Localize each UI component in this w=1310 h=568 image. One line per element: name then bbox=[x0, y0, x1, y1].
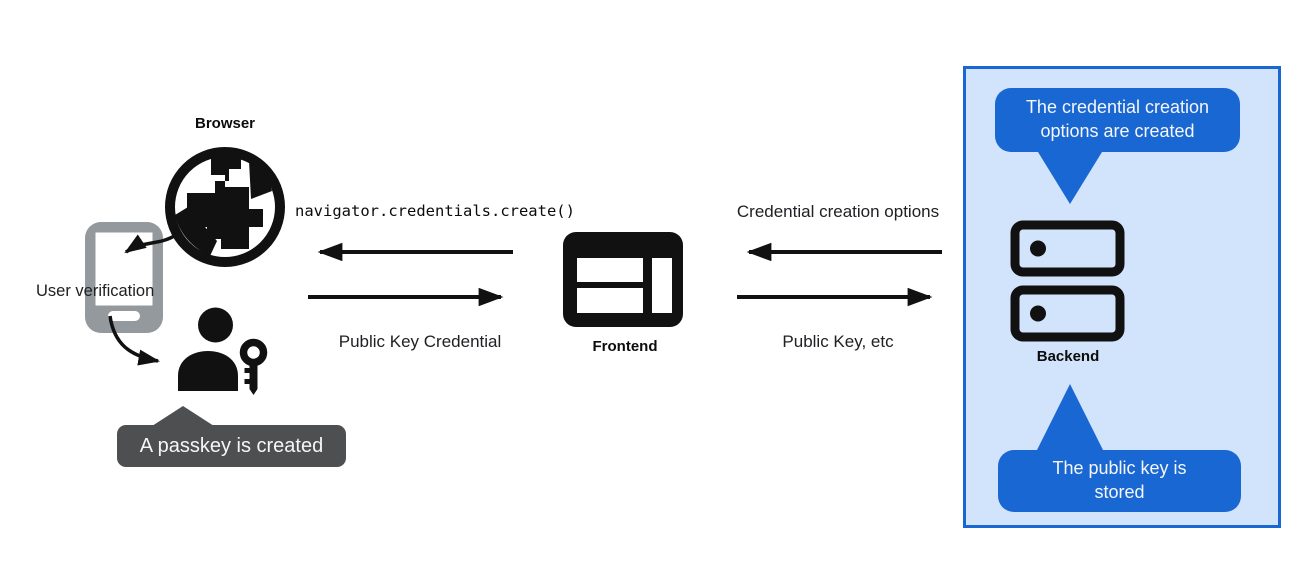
arrow-browser-to-phone bbox=[124, 233, 177, 254]
frontend-label: Frontend bbox=[592, 338, 658, 355]
globe-icon bbox=[165, 147, 285, 267]
callout-public-key-stored-line1: The public key is bbox=[1052, 458, 1187, 479]
backend-panel: The credential creation options are crea… bbox=[963, 66, 1281, 528]
public-key-etc-label: Public Key, etc bbox=[782, 332, 894, 351]
callout-public-key-stored-line2: stored bbox=[1094, 482, 1145, 502]
callout-options-created-line1: The credential creation bbox=[1025, 97, 1210, 118]
browser-label: Browser bbox=[194, 115, 256, 132]
callout-options-created-pointer bbox=[1038, 152, 1102, 204]
public-key-credential-label: Public Key Credential bbox=[338, 332, 502, 351]
callout-public-key-stored: The public key is stored bbox=[998, 450, 1241, 512]
credential-creation-options-label: Credential creation options bbox=[736, 202, 940, 221]
callout-options-created-line2: options are created bbox=[1040, 121, 1195, 141]
backend-label: Backend bbox=[1036, 348, 1100, 365]
api-call-label: navigator.credentials.create() bbox=[295, 202, 575, 220]
callout-passkey-created-pointer bbox=[152, 406, 214, 426]
callout-passkey-created-text: A passkey is created bbox=[139, 434, 324, 457]
arrow-phone-to-user bbox=[108, 315, 161, 366]
callout-options-created: The credential creation options are crea… bbox=[995, 88, 1240, 152]
browser-window-icon bbox=[563, 232, 683, 327]
user-verification-label: User verification bbox=[36, 282, 155, 300]
user-key-icon bbox=[178, 307, 268, 395]
callout-public-key-stored-pointer bbox=[1037, 384, 1103, 450]
phone-icon bbox=[85, 222, 163, 333]
callout-passkey-created: A passkey is created bbox=[117, 425, 346, 467]
